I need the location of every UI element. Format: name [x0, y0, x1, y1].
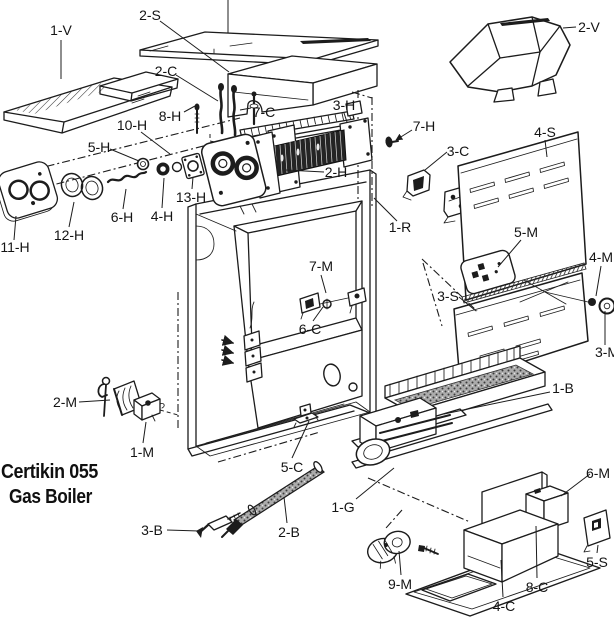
cover-fixings-drawing: [194, 83, 267, 150]
part-label-3h: 3-H: [333, 97, 356, 113]
part-labels: 1-V 2-S 2-C 8-H 7-C 3-H 2-V 7-H 3-C 4-S …: [0, 7, 614, 614]
igniter-drawing: [196, 512, 241, 538]
gasket-wire-drawing: [106, 170, 148, 184]
part-label-5s: 5-S: [586, 554, 608, 570]
control-assembly-drawing: [405, 471, 611, 617]
part-label-1r: 1-R: [389, 219, 412, 235]
part-label-8c: 8-C: [526, 579, 549, 595]
part-label-12h: 12-H: [54, 227, 84, 243]
part-label-3c: 3-C: [447, 143, 470, 159]
part-label-2h: 2-H: [325, 164, 348, 180]
product-title-line2: Gas Boiler: [9, 486, 93, 508]
part-label-4s: 4-S: [534, 124, 556, 140]
part-label-5c: 5-C: [281, 459, 304, 475]
part-label-6c: 6-C: [299, 321, 322, 337]
product-title-line1: Certikin 055: [1, 461, 98, 483]
part-label-7m: 7-M: [309, 258, 333, 274]
part-label-3m: 3-M: [595, 344, 614, 360]
part-label-2c: 2-C: [155, 63, 178, 79]
burner-bar-drawing: [221, 461, 325, 538]
vent-grille-drawing: [3, 71, 179, 134]
part-label-9m: 9-M: [388, 576, 412, 592]
part-label-3b: 3-B: [141, 522, 163, 538]
part-label-6h: 6-H: [111, 209, 134, 225]
part-label-3s: 3-S: [437, 288, 459, 304]
pump-drawing: [367, 530, 439, 569]
heat-exchanger-drawing: [200, 117, 373, 215]
part-label-7h: 7-H: [413, 118, 436, 134]
casing-cover-drawing: [227, 55, 378, 118]
part-label-7c: 7-C: [253, 104, 276, 120]
part-label-4m: 4-M: [589, 249, 613, 265]
part-label-6m: 6-M: [586, 465, 610, 481]
part-label-2b: 2-B: [278, 524, 300, 540]
part-label-8h: 8-H: [159, 108, 182, 124]
part-label-10h: 10-H: [117, 117, 147, 133]
microswitch-drawing: [133, 392, 179, 422]
part-label-1g: 1-G: [331, 499, 354, 515]
flue-cowl-drawing: [449, 16, 571, 103]
gas-valve-drawing: [351, 397, 467, 466]
part-label-4c: 4-C: [493, 598, 516, 614]
leader-lines: [13, 20, 606, 598]
front-panel-upper-drawing: [457, 131, 587, 304]
part-label-2v: 2-V: [578, 19, 600, 35]
small-fittings-drawing: [136, 152, 205, 180]
product-title: Certikin 055 Gas Boiler: [1, 461, 99, 508]
casing-body-drawing: [177, 90, 377, 463]
floor-clip-drawing: [293, 403, 319, 428]
thermostat-parts-drawing: [299, 287, 367, 320]
top-panel-drawing: [139, 31, 379, 66]
part-label-1b: 1-B: [552, 380, 574, 396]
grommet-knob-drawing: [385, 136, 399, 148]
part-label-1m: 1-M: [130, 444, 154, 460]
part-label-4h: 4-H: [151, 208, 174, 224]
part-label-11h: 11-H: [0, 239, 29, 255]
part-label-1v: 1-V: [50, 22, 72, 38]
interior-bracket-drawing: [221, 301, 263, 383]
part-label-5m: 5-M: [514, 224, 538, 240]
flue-hood-plate-drawing: [0, 161, 59, 222]
seal-rings-drawing: [60, 172, 104, 201]
part-label-2s: 2-S: [139, 7, 161, 23]
part-label-5h: 5-H: [88, 139, 111, 155]
part-label-2m: 2-M: [53, 394, 77, 410]
front-panel-lower-drawing: [421, 258, 614, 383]
part-label-13h: 13-H: [176, 189, 206, 205]
